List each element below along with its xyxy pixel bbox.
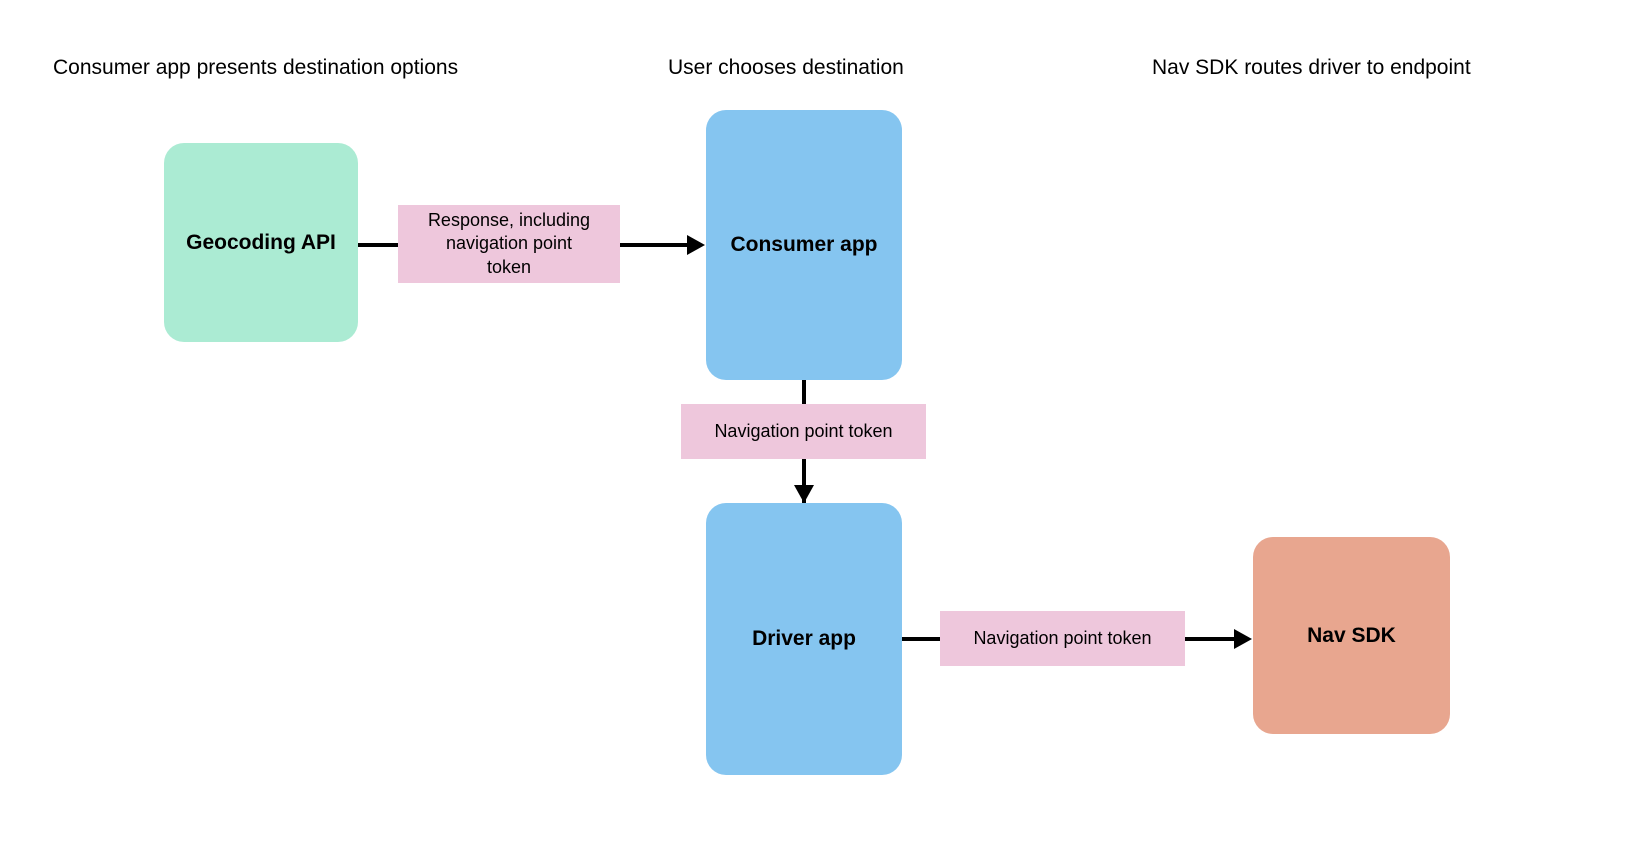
node-geocoding-api-label: Geocoding API bbox=[186, 230, 336, 254]
edge-label-navigation-point-token-vertical-text: Navigation point token bbox=[714, 420, 893, 441]
connector-driver-to-navsdk-line-right bbox=[1183, 637, 1235, 641]
node-driver-app[interactable]: Driver app bbox=[706, 503, 902, 775]
connector-geocoding-to-consumer-line-left bbox=[358, 243, 421, 247]
connector-driver-to-navsdk-arrowhead bbox=[1234, 629, 1252, 649]
node-driver-app-label: Driver app bbox=[752, 627, 856, 650]
edge-label-navigation-point-token-vertical: Navigation point token bbox=[681, 404, 926, 459]
column-header-nav-sdk-routes-driver: Nav SDK routes driver to endpoint bbox=[1152, 56, 1471, 79]
edge-label-response-including-navigation-point-token: Response, including navigation point tok… bbox=[398, 205, 620, 283]
column-header-consumer-app-presents: Consumer app presents destination option… bbox=[53, 56, 459, 79]
connector-consumer-to-driver-line-top bbox=[802, 380, 806, 414]
edge-label-response-line-1: Response, including bbox=[427, 210, 591, 231]
node-consumer-app-label: Consumer app bbox=[730, 233, 878, 256]
node-nav-sdk-label: Nav SDK bbox=[1307, 623, 1396, 647]
edge-label-response-line-3: token bbox=[486, 256, 532, 277]
connector-consumer-to-driver-line-bottom bbox=[802, 449, 806, 503]
column-header-user-chooses-destination: User chooses destination bbox=[668, 56, 904, 79]
connector-consumer-to-driver-arrowhead bbox=[794, 485, 814, 503]
node-geocoding-api[interactable]: Geocoding API bbox=[164, 143, 358, 342]
edge-label-response-line-2: navigation point bbox=[445, 233, 573, 254]
edge-label-navigation-point-token-horizontal-text: Navigation point token bbox=[973, 627, 1152, 648]
connector-geocoding-to-consumer-arrowhead bbox=[687, 235, 705, 255]
edge-label-response-text: Response, including navigation point tok… bbox=[428, 209, 590, 278]
connector-geocoding-to-consumer-line-right bbox=[618, 243, 688, 247]
node-consumer-app[interactable]: Consumer app bbox=[706, 110, 902, 380]
edge-label-navigation-point-token-horizontal: Navigation point token bbox=[940, 611, 1185, 666]
node-nav-sdk[interactable]: Nav SDK bbox=[1253, 537, 1450, 734]
connector-driver-to-navsdk-line-left bbox=[902, 637, 962, 641]
